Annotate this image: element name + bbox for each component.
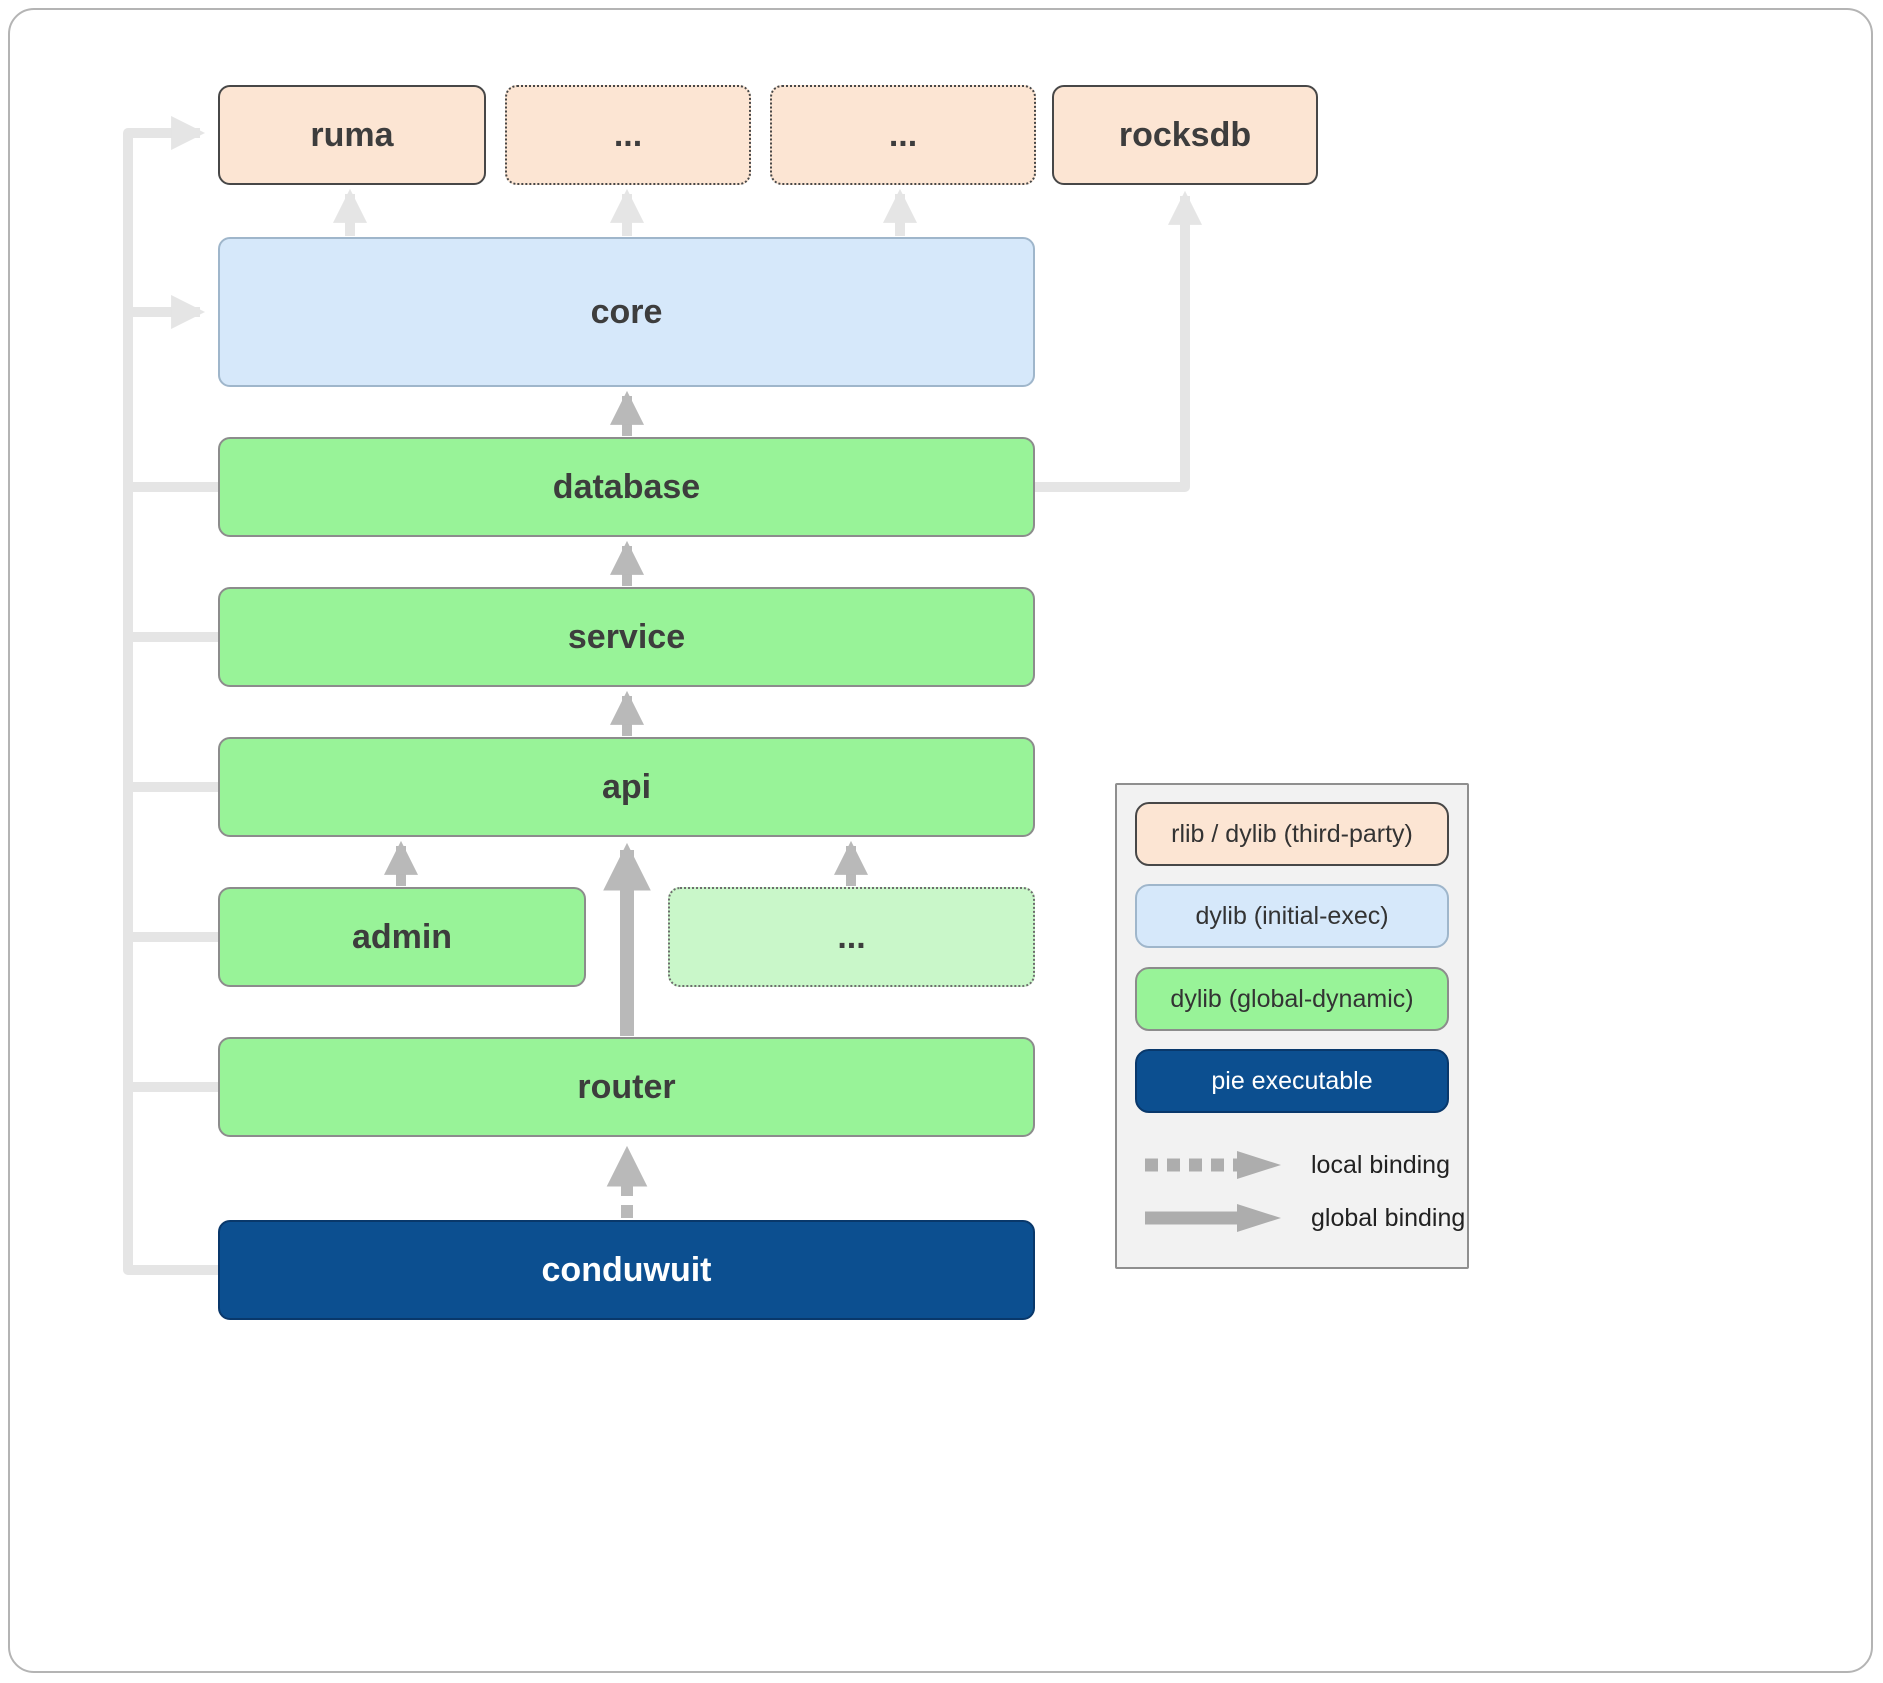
legend-item-initial-exec: dylib (initial-exec) (1135, 884, 1449, 948)
node-admin: admin (218, 887, 586, 987)
node-label: core (590, 292, 663, 331)
node-label: ruma (310, 115, 394, 154)
node-service: service (218, 587, 1035, 687)
node-other: ... (668, 887, 1035, 987)
local-binding-arrow-icon (1145, 1151, 1281, 1179)
node-third-party-a: ... (505, 85, 751, 185)
node-rocksdb: rocksdb (1052, 85, 1318, 185)
global-binding-arrow-icon (1145, 1204, 1281, 1232)
node-third-party-b: ... (770, 85, 1036, 185)
node-label: service (567, 617, 686, 656)
arrow-trunk-to-ruma (123, 115, 218, 1275)
node-label: ... (888, 115, 918, 154)
node-label: admin (351, 917, 453, 956)
node-label: api (601, 767, 652, 806)
legend-item-global-dynamic: dylib (global-dynamic) (1135, 967, 1449, 1031)
legend-global-binding: global binding (1139, 1196, 1465, 1240)
legend-item-label: rlib / dylib (third-party) (1171, 819, 1413, 848)
arrow-database-to-rocksdb (1035, 190, 1203, 492)
legend-item-pie-executable: pie executable (1135, 1049, 1449, 1113)
node-label: rocksdb (1118, 115, 1252, 154)
legend: rlib / dylib (third-party) dylib (initia… (1115, 783, 1469, 1269)
node-label: router (577, 1067, 676, 1106)
node-label: ... (613, 115, 643, 154)
legend-item-label: dylib (global-dynamic) (1170, 984, 1414, 1013)
node-label: database (552, 467, 701, 506)
node-conduwuit: conduwuit (218, 1220, 1035, 1320)
legend-item-label: dylib (initial-exec) (1195, 901, 1389, 930)
legend-local-binding-label: local binding (1311, 1150, 1450, 1179)
legend-item-label: pie executable (1211, 1066, 1373, 1095)
node-router: router (218, 1037, 1035, 1137)
legend-global-binding-label: global binding (1311, 1203, 1466, 1232)
legend-item-third-party: rlib / dylib (third-party) (1135, 802, 1449, 866)
node-database: database (218, 437, 1035, 537)
node-core: core (218, 237, 1035, 387)
legend-local-binding: local binding (1139, 1143, 1450, 1187)
node-label: conduwuit (541, 1250, 712, 1289)
node-label: ... (837, 917, 866, 956)
node-api: api (218, 737, 1035, 837)
node-ruma: ruma (218, 85, 486, 185)
